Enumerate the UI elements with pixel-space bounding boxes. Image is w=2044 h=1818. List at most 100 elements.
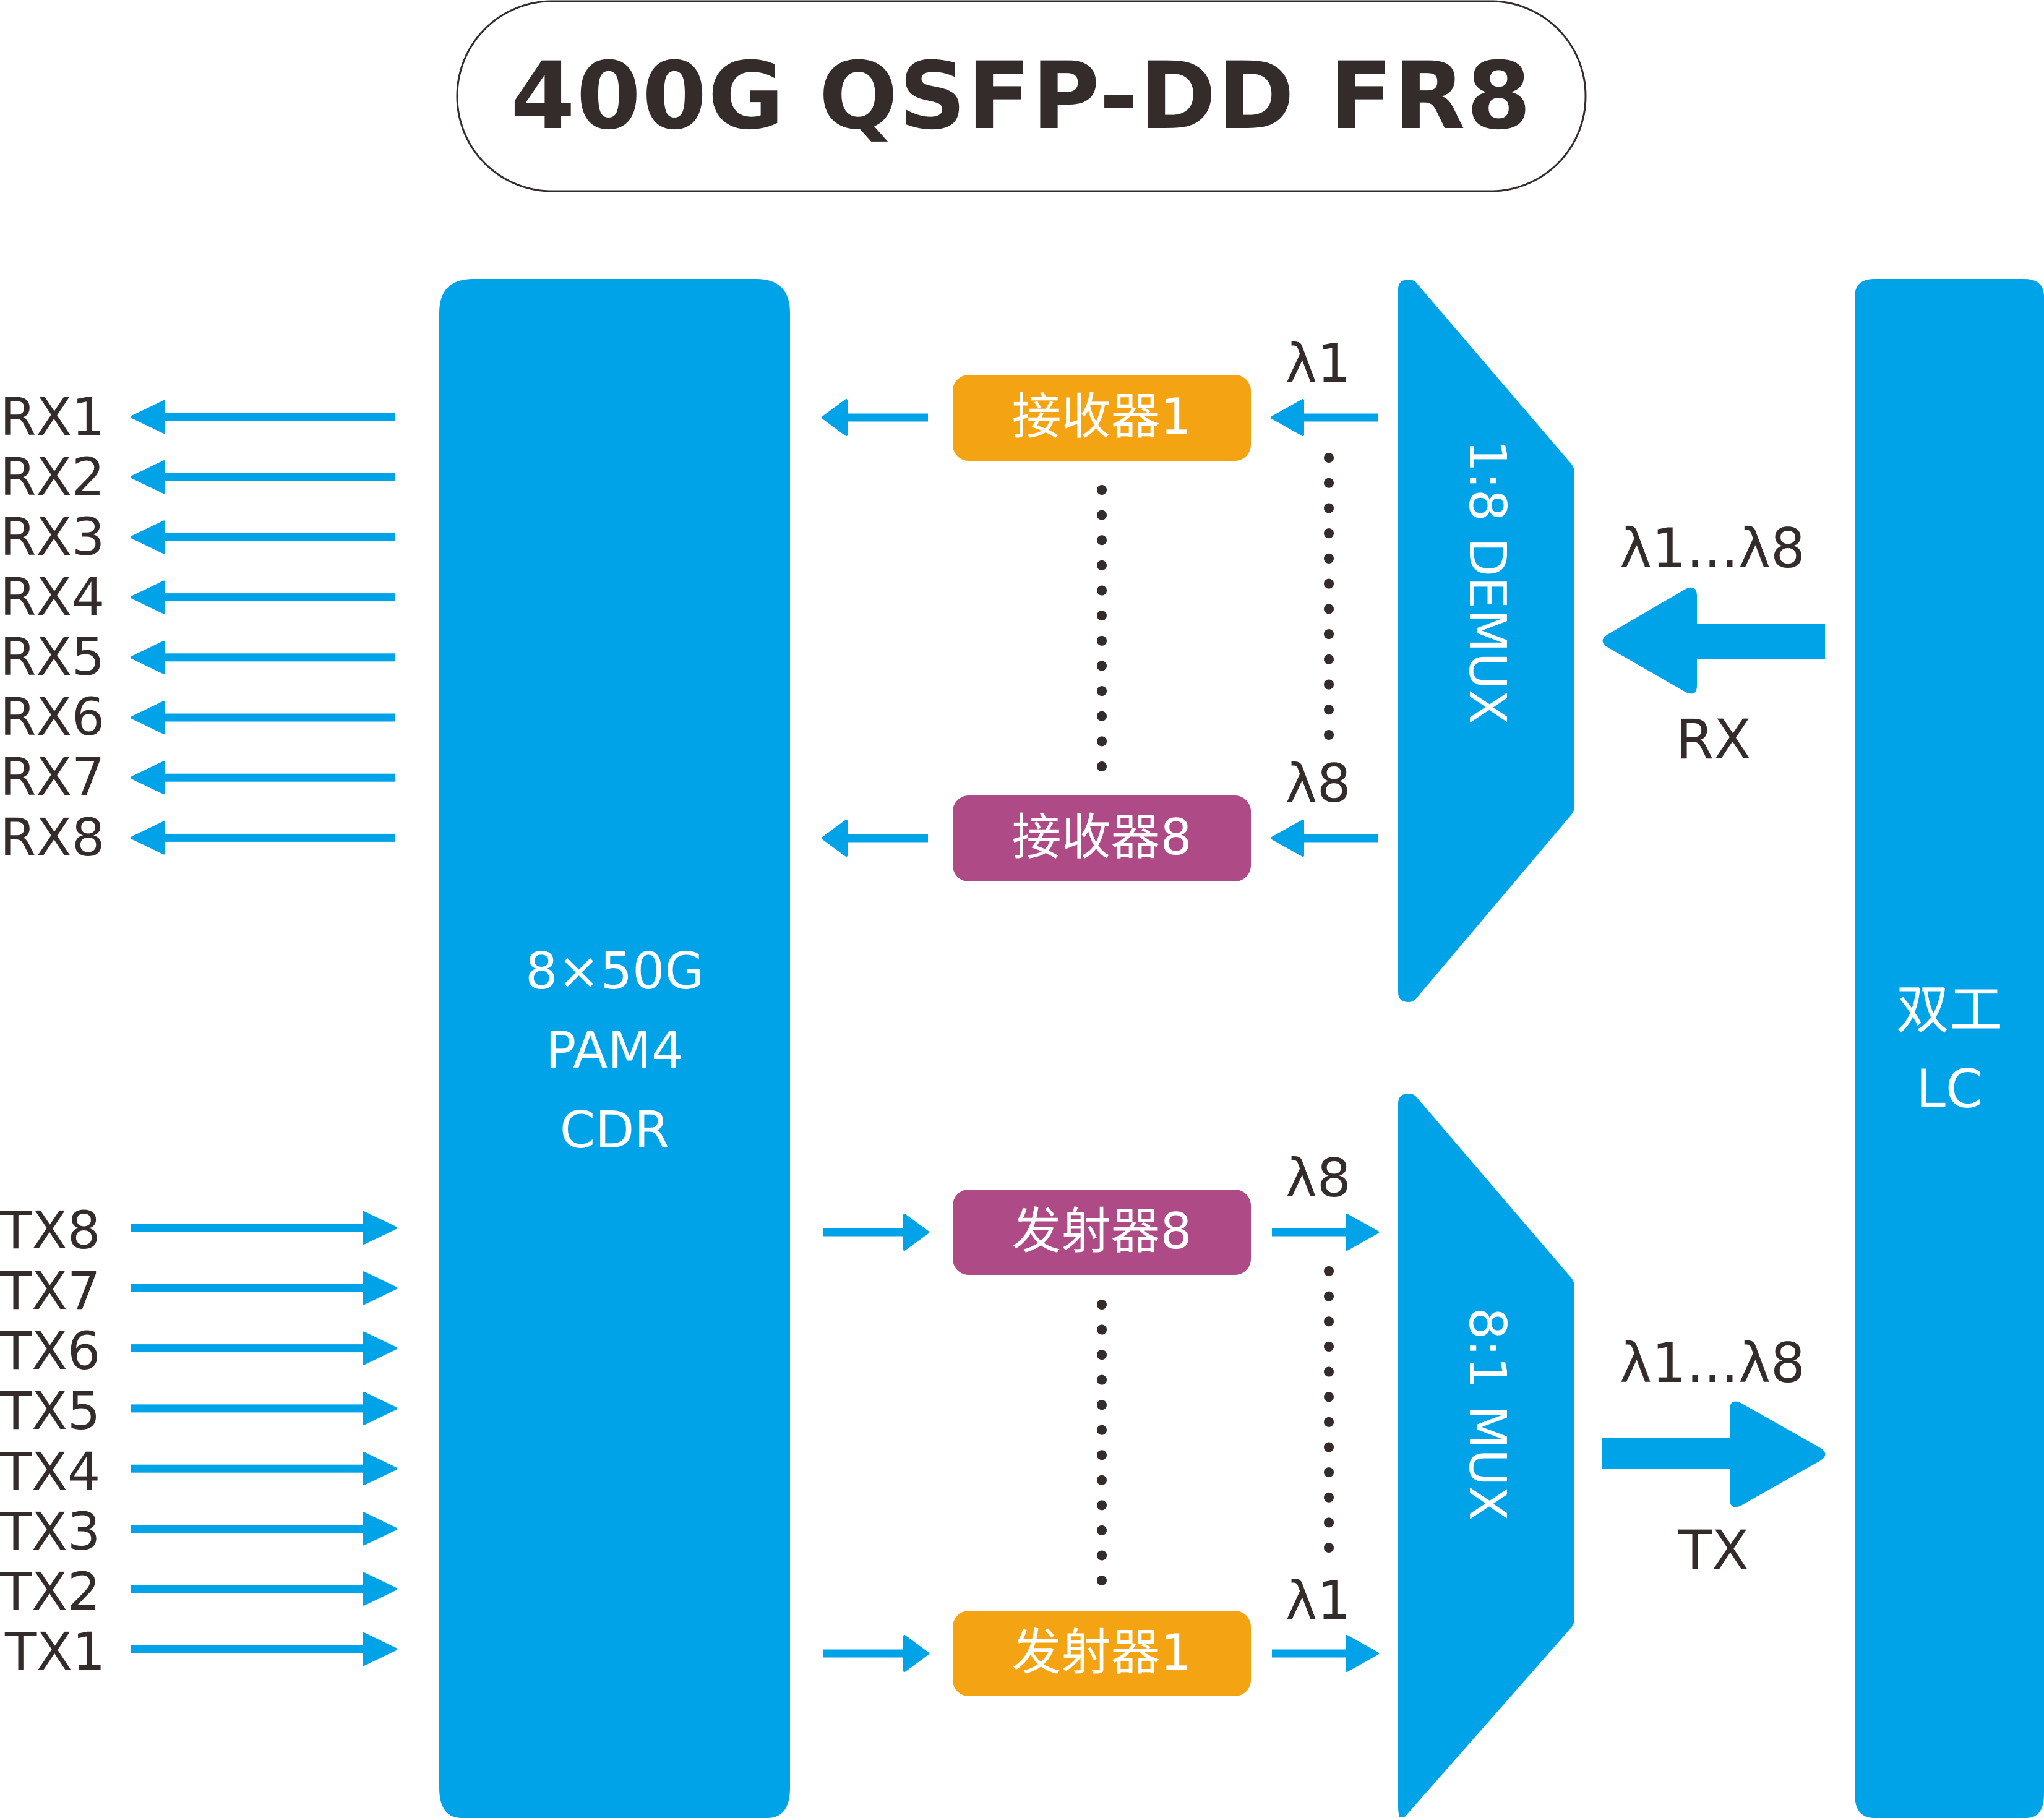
- demux-shape: [1398, 280, 1574, 1002]
- tx-port-label: TX2: [0, 1561, 101, 1622]
- receiver-1-wavelength: λ1: [1286, 333, 1351, 395]
- receiver-ellipsis-dot: [1097, 661, 1107, 671]
- rx-port-label: RX4: [0, 567, 105, 627]
- tx-port-label: TX7: [0, 1261, 101, 1321]
- tx-direction-label: TX: [1678, 1519, 1750, 1582]
- demux-channel-ellipsis-dot: [1324, 705, 1334, 715]
- receiver-ellipsis-dot: [1097, 711, 1107, 721]
- cdr-modulation-label: PAM4: [545, 1021, 684, 1080]
- rx-port-arrow: [131, 460, 395, 494]
- rx-wavelengths-label: λ1...λ8: [1619, 517, 1806, 580]
- receiver-ellipsis-dot: [1097, 510, 1107, 520]
- tx-port-label: TX8: [0, 1200, 101, 1261]
- mux-channel-ellipsis-dot: [1324, 1492, 1334, 1503]
- tx-port-arrow: [131, 1512, 397, 1546]
- rx-port-arrow: [131, 520, 395, 554]
- transmitter-8-wavelength: λ8: [1286, 1147, 1351, 1209]
- mux-channel-ellipsis-dot: [1324, 1266, 1334, 1276]
- mux-channel-ellipsis-dot: [1324, 1417, 1334, 1427]
- chip-arrows: [822, 399, 1379, 1672]
- receiver-1-output-arrow: [822, 399, 928, 436]
- rx-port-arrow: [131, 821, 395, 855]
- duplex-lc-block: [1855, 279, 2044, 1818]
- rx-port-label: RX2: [0, 447, 105, 507]
- receiver-ellipsis-dot: [1097, 736, 1107, 747]
- receiver-8-box: [953, 795, 1251, 881]
- mux-channel-ellipsis-dot: [1324, 1366, 1334, 1377]
- tx-port-label: TX6: [0, 1321, 101, 1381]
- transmitter-ellipsis-dot: [1097, 1475, 1107, 1485]
- demux-channel-ellipsis-dot: [1324, 679, 1334, 690]
- transmitter-ellipsis-dot: [1097, 1425, 1107, 1435]
- connector-type-label: 双工: [1896, 979, 2003, 1041]
- transmitter-ellipsis-dot: [1097, 1576, 1107, 1585]
- transmitter-1-label: 发射器1: [1011, 1624, 1192, 1681]
- rx-port-label: RX5: [0, 627, 105, 687]
- transmitter-1-wavelength: λ1: [1286, 1570, 1351, 1632]
- demux-channel-ellipsis-dot: [1324, 528, 1334, 539]
- tx-port-arrows: [131, 1211, 397, 1666]
- rx-port-label: RX1: [0, 387, 105, 447]
- tx-port-label: TX4: [0, 1441, 101, 1502]
- tx-port-label: TX5: [0, 1381, 101, 1441]
- rx-port-label: RX7: [0, 747, 105, 807]
- transmitter-ellipsis-dot: [1097, 1300, 1107, 1310]
- transmitter-1-input-arrow: [823, 1635, 929, 1672]
- mux-channel-ellipsis-dot: [1324, 1543, 1334, 1553]
- title-pill: [456, 0, 1587, 192]
- tx-port-arrow: [131, 1271, 397, 1305]
- receiver-8-input-arrow: [1271, 820, 1378, 857]
- transmitter-8-input-arrow: [823, 1214, 929, 1251]
- rx-port-label: RX8: [0, 807, 105, 868]
- receiver-ellipsis-dot: [1097, 686, 1107, 697]
- demux-channel-ellipsis-dot: [1324, 478, 1334, 488]
- demux-channel-ellipsis-dot: [1324, 553, 1334, 564]
- transmitter-ellipsis-dot: [1097, 1525, 1107, 1535]
- transmitter-1-box: [953, 1611, 1251, 1696]
- rx-port-arrow: [131, 640, 395, 674]
- mux-label: 8:1 MUX: [1458, 1307, 1516, 1521]
- tx-wavelengths-label: λ1...λ8: [1619, 1331, 1806, 1395]
- demux-channel-ellipsis-dot: [1324, 578, 1334, 589]
- receiver-1-input-arrow: [1271, 399, 1378, 436]
- transmitter-ellipsis-dot: [1097, 1374, 1107, 1385]
- receiver-ellipsis-dot: [1097, 635, 1107, 646]
- tx-port-arrow: [131, 1331, 397, 1365]
- transmitter-1-output-arrow: [1272, 1635, 1379, 1672]
- demux-channel-ellipsis-dot: [1324, 503, 1334, 513]
- ellipsis-dots: [1097, 453, 1334, 1585]
- mux-channel-ellipsis-dot: [1324, 1392, 1334, 1402]
- rx-direction-label: RX: [1676, 708, 1751, 771]
- transmitter-ellipsis-dot: [1097, 1324, 1107, 1335]
- demux-label: 1:8 DEMUX: [1458, 440, 1516, 724]
- mux-channel-ellipsis-dot: [1324, 1291, 1334, 1301]
- tx-port-arrow: [131, 1391, 397, 1425]
- transmitter-8-label: 发射器8: [1011, 1203, 1192, 1260]
- receiver-ellipsis-dot: [1097, 485, 1107, 495]
- tx-port-arrow: [131, 1572, 397, 1606]
- rx-port-arrow: [131, 400, 395, 434]
- cdr-block: [439, 279, 790, 1818]
- rx-port-arrow: [131, 701, 395, 734]
- receiver-1-label: 接收器1: [1011, 388, 1192, 445]
- demux-channel-ellipsis-dot: [1324, 604, 1334, 614]
- rx-port-label: RX3: [0, 507, 105, 567]
- rx-port-label: RX6: [0, 687, 105, 747]
- tx-port-arrow: [131, 1452, 397, 1486]
- transmitter-ellipsis-dot: [1097, 1550, 1107, 1561]
- receiver-8-label: 接收器8: [1011, 808, 1192, 866]
- receiver-1-box: [953, 375, 1251, 461]
- transmitter-ellipsis-dot: [1097, 1500, 1107, 1511]
- receiver-8-output-arrow: [822, 820, 928, 857]
- cdr-function-label: CDR: [559, 1101, 670, 1160]
- mux-channel-ellipsis-dot: [1324, 1316, 1334, 1327]
- rx-port-arrow: [131, 761, 395, 795]
- cdr-rate-label: 8×50G: [525, 942, 704, 1001]
- mux-channel-ellipsis-dot: [1324, 1517, 1334, 1528]
- demux-channel-ellipsis-dot: [1324, 654, 1334, 664]
- transmitter-ellipsis-dot: [1097, 1350, 1107, 1360]
- connector-name-label: LC: [1916, 1058, 1983, 1120]
- tx-port-label: TX3: [0, 1501, 101, 1562]
- tx-big-arrow: [1602, 1401, 1826, 1507]
